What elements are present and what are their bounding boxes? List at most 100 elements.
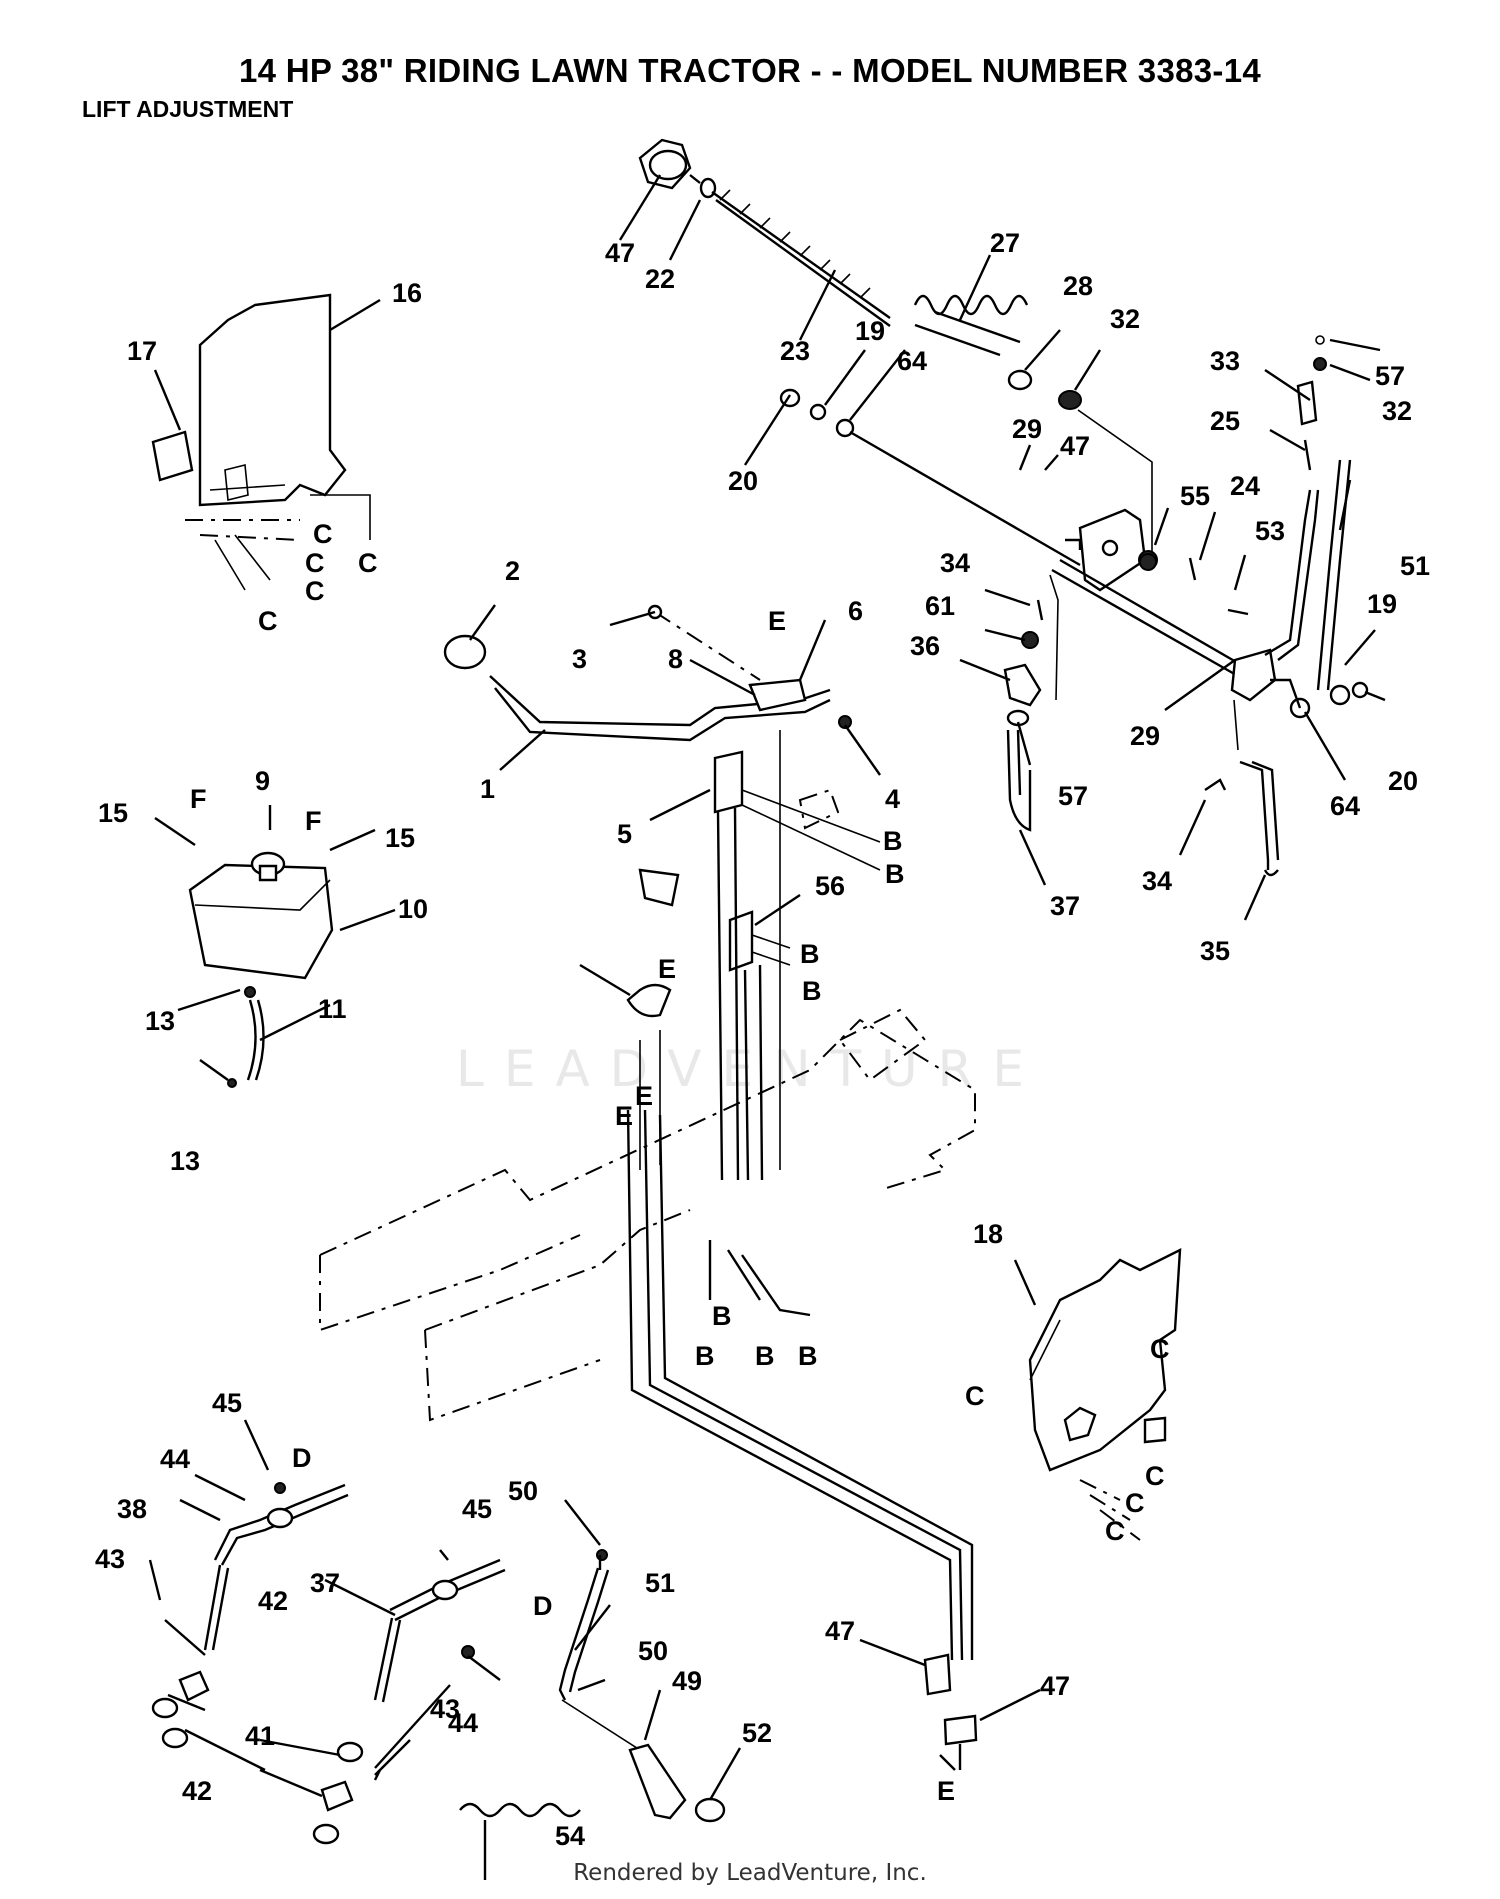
lift-linkage-part — [151, 1482, 506, 1845]
reference-letters: B B B B B B B B C C C C C C C C C C D D … — [190, 519, 1170, 1806]
callout-17: 17 — [127, 336, 157, 366]
ref-letter-e: E — [615, 1101, 633, 1131]
callout-64b: 64 — [1330, 791, 1360, 821]
ref-letter-b: B — [798, 1341, 818, 1371]
callout-labels: 47 22 27 28 32 23 19 64 20 29 47 55 24 5… — [95, 228, 1430, 1851]
callout-3: 3 — [572, 644, 587, 674]
ref-letter-f: F — [305, 806, 322, 836]
callout-47a: 47 — [825, 1616, 855, 1646]
ref-letter-b: B — [885, 859, 905, 889]
leader-lines — [148, 174, 1386, 1880]
callout-31: 32 — [1110, 304, 1140, 334]
callout-20b: 20 — [1388, 766, 1418, 796]
callout-11: 11 — [318, 994, 347, 1024]
callout-45b: 45 — [462, 1494, 492, 1524]
ref-letter-e: E — [635, 1081, 653, 1111]
handle-grip-part — [1296, 380, 1318, 426]
fuel-tank-part — [188, 851, 334, 1088]
callout-23: 23 — [780, 336, 810, 366]
section-subtitle: LIFT ADJUSTMENT — [82, 96, 294, 122]
ref-letter-b: B — [695, 1341, 715, 1371]
callout-63: 57 — [1375, 361, 1405, 391]
callout-13a: 13 — [145, 1006, 175, 1036]
ref-letter-c: C — [1105, 1516, 1125, 1546]
callout-42b: 42 — [182, 1776, 212, 1806]
callout-57: 56 — [815, 871, 845, 901]
callout-26: 47 — [605, 238, 635, 268]
callout-19a: 19 — [855, 316, 885, 346]
callout-32: 32 — [1382, 396, 1412, 426]
callout-15a: 15 — [98, 798, 128, 828]
callout-9: 9 — [255, 766, 270, 796]
callout-54: 53 — [1255, 516, 1285, 546]
callout-25: 25 — [1210, 406, 1240, 436]
side-panel-18-part — [1028, 1247, 1182, 1541]
ref-letter-c: C — [1125, 1488, 1145, 1518]
callout-36: 36 — [910, 631, 940, 661]
ref-letter-c: C — [358, 548, 378, 578]
ref-letter-b: B — [800, 939, 820, 969]
chassis-frame-part — [319, 1008, 976, 1422]
callout-49: 49 — [672, 1666, 702, 1696]
callout-44b: 44 — [448, 1708, 478, 1738]
callout-35: 35 — [1200, 936, 1230, 966]
callout-46: 47 — [1060, 431, 1090, 461]
ref-letter-b: B — [755, 1341, 775, 1371]
ref-letter-c: C — [1145, 1461, 1165, 1491]
callout-43b: 43 — [430, 1694, 460, 1724]
ref-letter-c: C — [258, 606, 278, 636]
callout-2: 2 — [505, 556, 520, 586]
washer-part — [1007, 369, 1033, 391]
rod-35-part — [1204, 699, 1280, 877]
callout-4: 4 — [885, 784, 900, 814]
callout-40: 38 — [117, 1494, 147, 1524]
spring-55-part — [459, 1802, 581, 1818]
ref-letter-b: B — [802, 976, 822, 1006]
callout-41a: 41 — [245, 1721, 275, 1751]
ref-letter-d: D — [292, 1443, 312, 1473]
callout-45a: 45 — [212, 1388, 242, 1418]
callout-51: 51 — [645, 1568, 675, 1598]
ref-letter-e: E — [658, 954, 676, 984]
callout-1: 1 — [480, 774, 495, 804]
callout-34a: 34 — [940, 548, 970, 578]
lift-rods-part — [708, 730, 811, 1317]
adjuster-knob-part — [638, 138, 891, 327]
callout-50a: 50 — [508, 1476, 538, 1506]
long-rods-part — [626, 1109, 978, 1770]
ref-letter-c: C — [313, 519, 333, 549]
callout-30: 29 — [1130, 721, 1160, 751]
ref-letter-b: B — [883, 826, 903, 856]
callout-29: 29 — [1012, 414, 1042, 444]
nut-part — [1058, 390, 1082, 410]
callout-19b: 19 — [1367, 589, 1397, 619]
callout-5: 5 — [617, 819, 632, 849]
ref-letter-c: C — [965, 1381, 985, 1411]
callout-44a: 44 — [160, 1444, 190, 1474]
callout-20a: 20 — [728, 466, 758, 496]
callout-61: 57 — [1058, 781, 1088, 811]
callout-33: 33 — [1210, 346, 1240, 376]
ref-letter-e: E — [768, 606, 786, 636]
callout-6: 6 — [848, 596, 863, 626]
callout-37: 37 — [1050, 891, 1080, 921]
callout-47b: 47 — [1040, 1671, 1070, 1701]
callout-28: 28 — [1063, 271, 1093, 301]
ref-letter-f: F — [190, 784, 207, 814]
callout-24: 24 — [1230, 471, 1260, 501]
ref-letter-e: E — [937, 1776, 955, 1806]
callout-53: 51 — [1400, 551, 1430, 581]
callout-43a: 43 — [95, 1544, 125, 1574]
callout-27: 27 — [990, 228, 1020, 258]
callout-42a: 42 — [258, 1586, 288, 1616]
callout-13b: 13 — [170, 1146, 200, 1176]
footer-credit: Rendered by LeadVenture, Inc. — [573, 1860, 927, 1886]
callout-22: 22 — [645, 264, 675, 294]
callout-52: 52 — [742, 1718, 772, 1748]
ref-letter-c: C — [305, 576, 325, 606]
spring-part — [913, 294, 1029, 357]
parts-artwork — [151, 138, 1369, 1845]
callout-64a: 64 — [897, 346, 927, 376]
callout-56: 55 — [1180, 481, 1210, 511]
